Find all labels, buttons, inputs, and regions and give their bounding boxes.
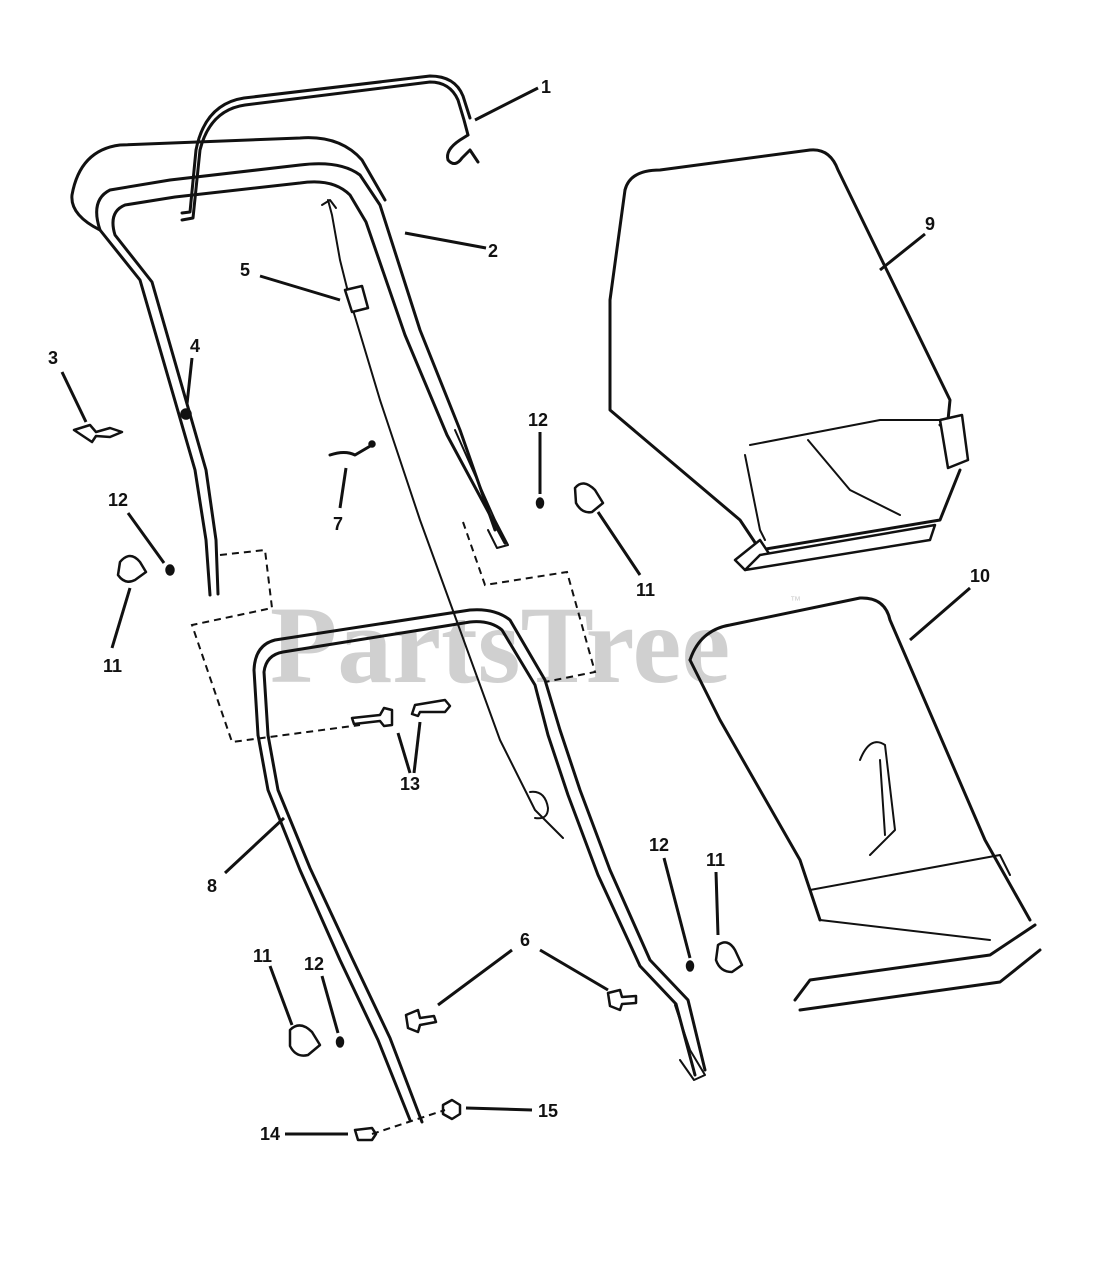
control-bail-part[interactable] [180,74,480,222]
callout-1: 1 [541,77,551,97]
callout-11-right: 11 [636,580,655,600]
handle-joint-outline-right [462,521,597,683]
leader-lines [60,86,971,1136]
callout-13: 13 [400,774,420,794]
watermark-text: PartsTree [270,584,730,706]
callout-5: 5 [240,260,250,280]
callout-12-lower-left: 12 [304,954,324,974]
callout-8: 8 [207,876,217,896]
handle-bolt-part[interactable] [350,698,452,728]
handle-joint-outline-left [190,548,361,744]
callout-10: 10 [970,566,990,586]
shoulder-bolt-part[interactable] [404,988,638,1034]
callout-11-left: 11 [103,656,122,676]
callout-6: 6 [520,930,530,950]
carriage-bolt-part[interactable] [72,423,124,444]
bottom-nut-part[interactable] [441,1098,462,1121]
callout-11-lower-right: 11 [706,850,725,870]
callout-15: 15 [538,1101,558,1121]
callout-12-left: 12 [108,490,128,510]
callout-11-lower-left: 11 [253,946,272,966]
callout-14: 14 [260,1124,280,1144]
small-nut-part[interactable] [180,408,192,420]
callout-12-right: 12 [528,410,548,430]
callout-2: 2 [488,241,498,261]
wing-knob-part[interactable] [116,482,744,1057]
callout-12-lower-right: 12 [649,835,669,855]
bottom-bolt-part[interactable] [353,1126,378,1142]
washer-part[interactable] [165,497,695,1048]
callout-3: 3 [48,348,58,368]
callout-9: 9 [925,214,935,234]
bolt-alignment-line [371,1109,446,1135]
upper-handle-part[interactable] [70,136,509,597]
cable-tie-part[interactable] [328,440,376,457]
watermark-trademark: ™ [790,595,801,607]
callout-7: 7 [333,514,343,534]
grass-bag-frame-part[interactable] [688,596,1042,1012]
grass-bag-cover-part[interactable] [608,148,970,572]
lower-handle-part[interactable] [252,608,707,1124]
callout-4: 4 [190,336,200,356]
control-cable-part[interactable] [321,199,564,839]
